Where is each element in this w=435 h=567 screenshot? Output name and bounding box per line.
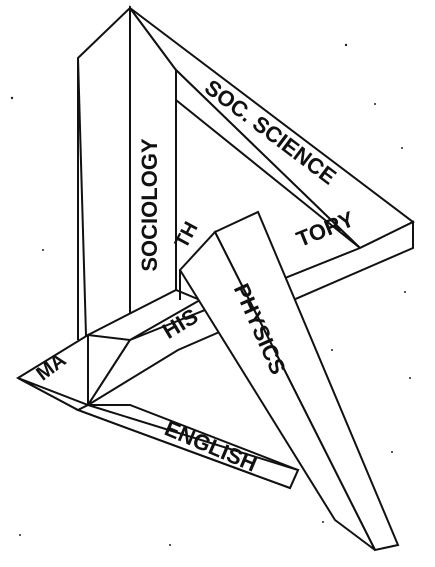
- label-sociology: SOCIOLOGY: [137, 138, 162, 272]
